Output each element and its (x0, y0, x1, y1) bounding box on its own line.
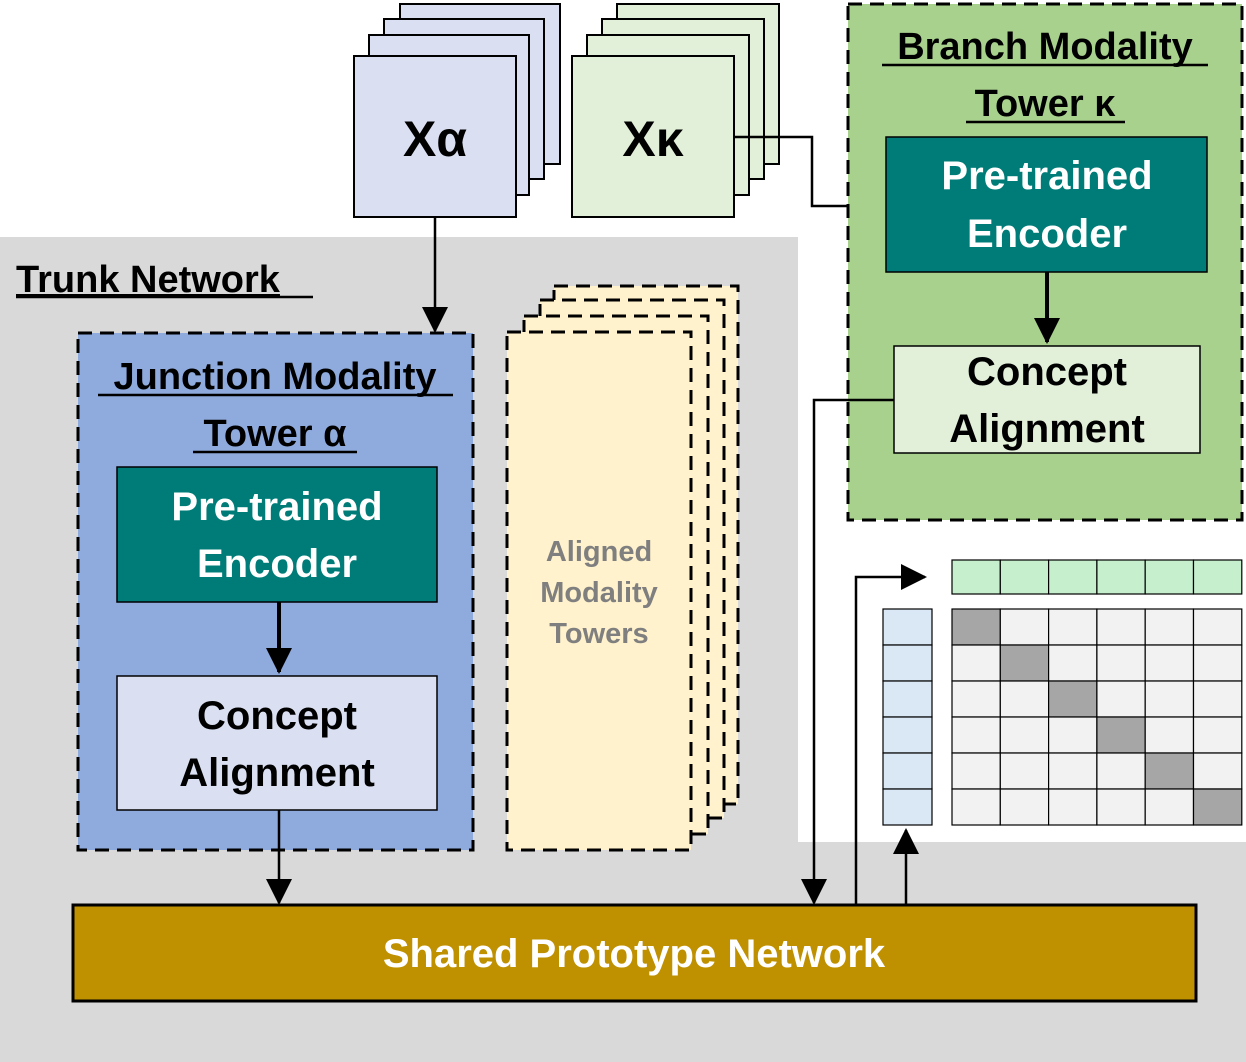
aligned-towers-line2: Modality (540, 577, 658, 609)
branch-alignment-line2: Alignment (949, 407, 1145, 451)
junction-alignment-box (116, 675, 438, 811)
input-alpha-label: Xα (403, 111, 467, 167)
matrix-cell (1096, 608, 1146, 646)
junction-encoder-line1: Pre-trained (171, 485, 382, 529)
shared-prototype-network-label: Shared Prototype Network (383, 932, 886, 976)
matrix-diagonal-cell (951, 608, 1001, 646)
top-vector-cell (999, 559, 1050, 595)
top-vector-cell (951, 559, 1001, 595)
matrix-cell (999, 608, 1050, 646)
matrix-diagonal-cell (1096, 716, 1146, 754)
aligned-towers-line3: Towers (549, 618, 648, 650)
input-kappa-label: Xκ (622, 111, 683, 167)
branch-encoder-box (885, 136, 1208, 273)
junction-alignment-line2: Alignment (179, 751, 375, 795)
matrix-cell (999, 680, 1050, 718)
top-vector-cell (1144, 559, 1195, 595)
left-vector-cell (882, 608, 933, 646)
branch-alignment-box (893, 345, 1201, 454)
matrix-cell (1192, 680, 1243, 718)
branch-encoder-line1: Pre-trained (941, 154, 1152, 198)
left-vector-cell (882, 752, 933, 790)
top-vector-cell (1096, 559, 1146, 595)
matrix-cell (1096, 680, 1146, 718)
matrix-cell (951, 788, 1001, 826)
top-vector-cell (1192, 559, 1243, 595)
input-stack-alpha: Xα (353, 3, 561, 218)
matrix-cell (999, 716, 1050, 754)
matrix-cell (1096, 752, 1146, 790)
matrix-cell (951, 680, 1001, 718)
aligned-modality-towers-stack: Aligned Modality Towers (505, 284, 740, 852)
matrix-cell (951, 752, 1001, 790)
left-vector-cell (882, 680, 933, 718)
matrix-cell (1096, 644, 1146, 682)
matrix-cell (1144, 608, 1195, 646)
left-vector-cell (882, 788, 933, 826)
left-vector-cell (882, 644, 933, 682)
branch-title-line1: Branch Modality (897, 26, 1193, 68)
matrix-cell (1047, 752, 1098, 790)
matrix-cell (1047, 716, 1098, 754)
matrix-cell (1144, 680, 1195, 718)
branch-title-line2: Tower κ (975, 83, 1117, 125)
matrix-cell (1047, 608, 1098, 646)
junction-title-line1: Junction Modality (114, 356, 437, 398)
input-stack-kappa: Xκ (571, 3, 780, 218)
matrix-cell (1096, 788, 1146, 826)
matrix-diagonal-cell (1144, 752, 1195, 790)
matrix-diagonal-cell (999, 644, 1050, 682)
matrix-cell (1144, 644, 1195, 682)
junction-modality-tower: Junction Modality Tower α Pre-trained En… (76, 331, 475, 852)
matrix-cell (1144, 716, 1195, 754)
junction-alignment-line1: Concept (197, 694, 357, 738)
aligned-towers-line1: Aligned (546, 536, 652, 568)
branch-modality-tower: Branch Modality Tower κ Pre-trained Enco… (846, 2, 1244, 522)
junction-title-line2: Tower α (203, 413, 346, 455)
matrix-cell (1047, 788, 1098, 826)
matrix-cell (951, 644, 1001, 682)
arrow-branch-alignment-to-shared (801, 398, 894, 905)
junction-encoder-line2: Encoder (197, 542, 357, 586)
matrix-cell (951, 716, 1001, 754)
matrix-cell (1047, 644, 1098, 682)
similarity-matrix (882, 559, 1243, 826)
matrix-diagonal-cell (1047, 680, 1098, 718)
matrix-cell (999, 752, 1050, 790)
arrow-shared-to-top-vector (854, 564, 927, 905)
matrix-cell (1192, 608, 1243, 646)
left-vector-cell (882, 716, 933, 754)
branch-alignment-line1: Concept (967, 350, 1127, 394)
branch-encoder-line2: Encoder (967, 212, 1127, 256)
shared-prototype-network-box (71, 903, 1198, 1003)
matrix-cell (1192, 752, 1243, 790)
matrix-cell (999, 788, 1050, 826)
junction-encoder-box (116, 466, 438, 603)
top-vector-cell (1047, 559, 1098, 595)
matrix-cell (1192, 644, 1243, 682)
matrix-diagonal-cell (1192, 788, 1243, 826)
matrix-cell (1192, 716, 1243, 754)
matrix-cell (1144, 788, 1195, 826)
trunk-network-title: Trunk Network (16, 259, 281, 301)
